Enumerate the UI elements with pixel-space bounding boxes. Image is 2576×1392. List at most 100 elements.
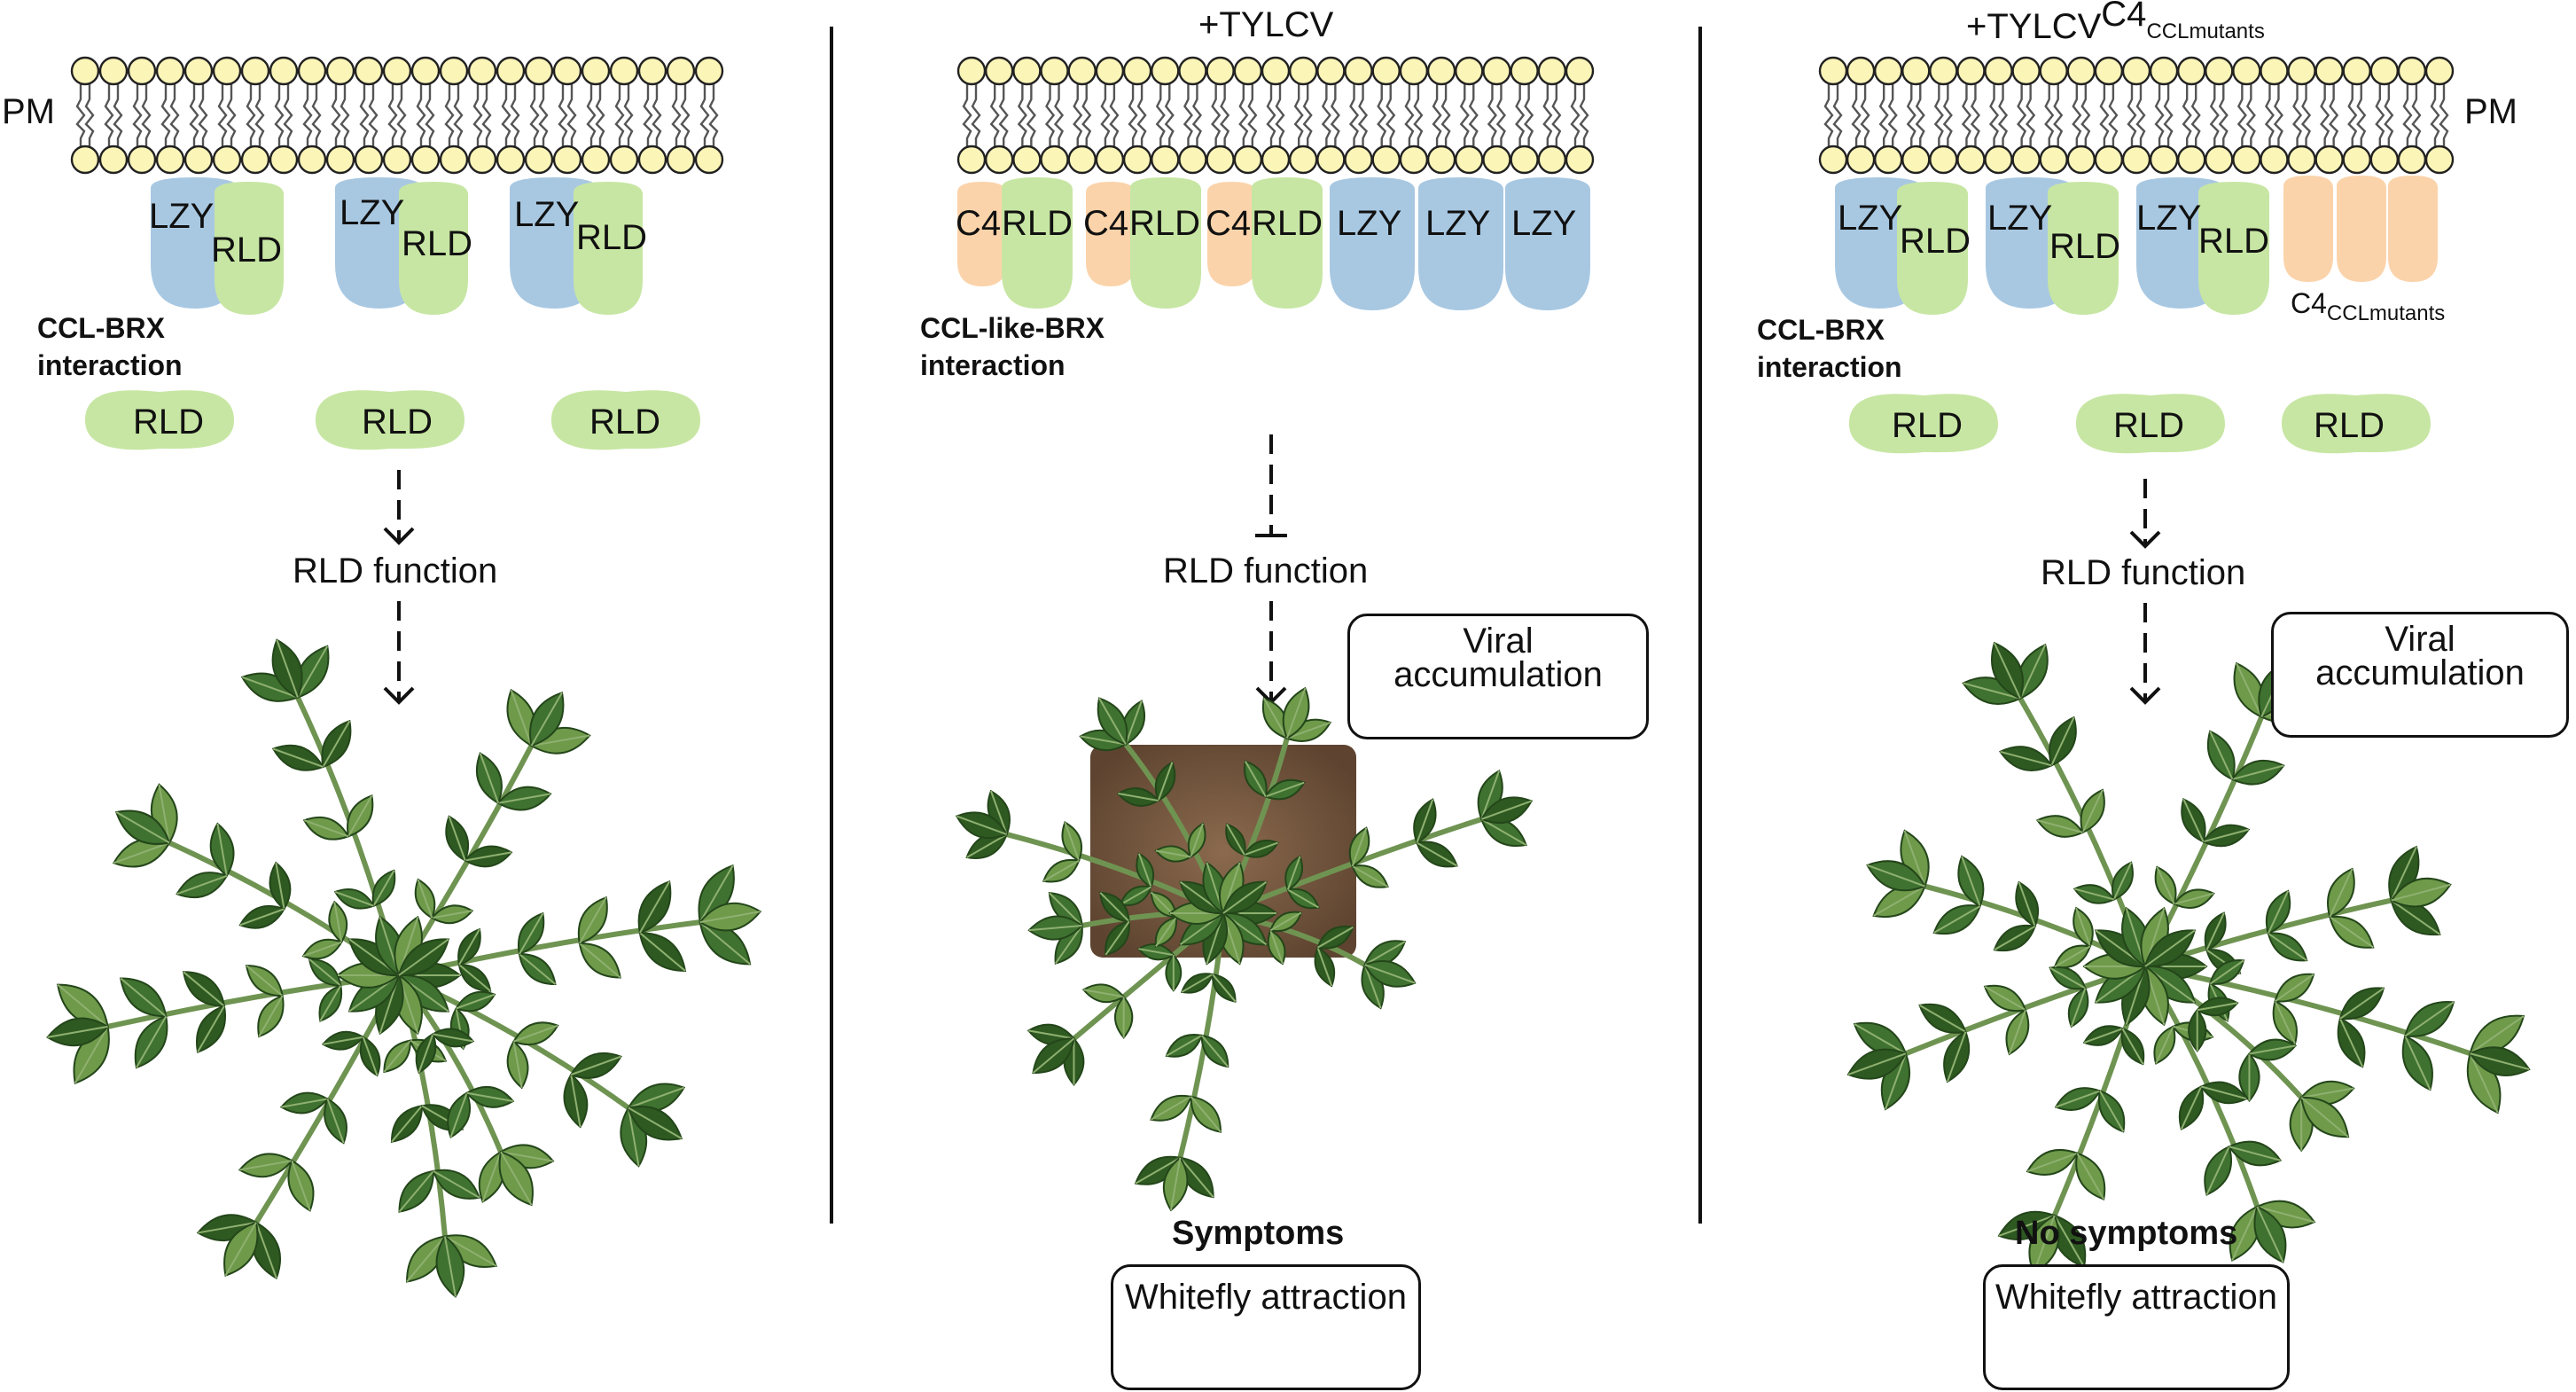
rld-protein (574, 182, 643, 315)
lipid-tail (1915, 82, 1925, 151)
lipid-tail (2135, 82, 2146, 151)
lipid-head (2039, 56, 2068, 86)
lipid-head (1151, 145, 1180, 175)
lipid-head (1206, 56, 1235, 86)
lipid-head (2205, 145, 2234, 175)
lipid-tail (1302, 82, 1313, 151)
lipid-head (524, 56, 554, 86)
lipid-tail (2099, 82, 2110, 151)
lipid-head (2039, 145, 2068, 175)
lipid-head (2260, 56, 2289, 86)
lipid-tail (1330, 82, 1340, 151)
lzy-label: LZY (149, 197, 215, 236)
rld-label: RLD (2198, 222, 2270, 261)
lipid-tail (169, 82, 180, 151)
lipid-head (467, 56, 497, 86)
lipid-tail (1459, 82, 1470, 151)
lipid-head (2176, 56, 2206, 86)
lipid-head (1399, 56, 1429, 86)
lipid-head (1040, 145, 1069, 175)
lipid-head (354, 145, 384, 175)
lipid-head (694, 56, 724, 86)
lipid-tail (113, 82, 123, 151)
lipid-tail (453, 82, 464, 151)
lipid-head (155, 56, 185, 86)
lipid-tail (1823, 82, 1834, 151)
lipid-head (1371, 145, 1401, 175)
lipid-head (1206, 145, 1235, 175)
lipid-tail (160, 82, 171, 151)
lipid-head (694, 145, 724, 175)
interaction-line2: interaction (920, 348, 1066, 381)
lipid-tail (481, 82, 492, 151)
lipid-head (1901, 56, 1931, 86)
lipid-head (1510, 145, 1539, 175)
c4-protein (1207, 182, 1257, 286)
lipid-tail (1017, 82, 1027, 151)
lipid-head (1426, 145, 1456, 175)
lipid-tail (1275, 82, 1285, 151)
viral-line2: accumulation (2315, 653, 2525, 692)
tylcv-mutant-title: +TYLCVC4CCLmutants (1966, 0, 2265, 44)
pm-label-left: PM (2, 92, 55, 131)
lipid-head (1122, 145, 1152, 175)
lipid-head (439, 56, 469, 86)
lipid-head (552, 145, 582, 175)
free-rld-protein (316, 390, 464, 450)
rld-function-label-middle: RLD function (1163, 551, 1369, 590)
lipid-head (2205, 56, 2234, 86)
arrowhead (383, 686, 415, 705)
lipid-tail (1579, 82, 1589, 151)
c4-protein (1086, 182, 1136, 286)
lipid-tail (595, 82, 605, 151)
interaction-label-right: CCL-BRX interaction (1757, 312, 1902, 386)
plasma-membrane (956, 56, 1595, 175)
lipid-tail (472, 82, 483, 151)
lipid-head (609, 145, 639, 175)
lipid-head (439, 145, 469, 175)
lipid-tail (1081, 82, 1092, 151)
lipid-head (2369, 145, 2400, 175)
viral-line1: Viral (2385, 620, 2455, 659)
arrowhead (2129, 686, 2161, 705)
lipid-tail (1191, 82, 1202, 151)
lipid-head (1482, 56, 1511, 86)
lipid-tail (387, 82, 398, 151)
interaction-line2: interaction (37, 348, 183, 381)
lipid-head (2066, 56, 2096, 86)
lipid-tail (2347, 82, 2358, 151)
c4-mutant-protein (2283, 176, 2333, 282)
lipid-head (2149, 145, 2179, 175)
lipid-head (2424, 56, 2455, 86)
lipid-tail (2080, 82, 2091, 151)
lipid-head (1233, 145, 1263, 175)
c4-label: C4 (1083, 204, 1129, 243)
lipid-head (2232, 145, 2261, 175)
lipid-head (212, 56, 242, 86)
lipid-head (1122, 56, 1152, 86)
lipid-tail (1321, 82, 1331, 151)
lipid-tail (2209, 82, 2220, 151)
plasma-membrane (70, 56, 724, 175)
lipid-tail (2300, 82, 2312, 151)
symptoms-label: Symptoms (1172, 1215, 1345, 1252)
lipid-tail (1832, 82, 1843, 151)
lipid-tail (1515, 82, 1526, 151)
free-lzy-label: LZY (1337, 204, 1402, 243)
lipid-tail (501, 82, 511, 151)
lipid-head (2094, 145, 2124, 175)
lipid-head (1233, 56, 1263, 86)
lipid-head (183, 56, 214, 86)
interaction-line1: CCL-BRX (1757, 314, 1885, 346)
arrowhead (2129, 530, 2161, 549)
lipid-head (2314, 145, 2344, 175)
interaction-line1: CCL-BRX (37, 312, 165, 344)
lipid-head (1565, 56, 1595, 86)
rld-label: RLD (1252, 204, 1323, 243)
lipid-tail (198, 82, 208, 151)
lipid-head (1261, 56, 1291, 86)
title-sub: CCLmutants (2146, 20, 2265, 43)
lipid-tail (1988, 82, 2000, 151)
lipid-tail (998, 82, 1009, 151)
rld-label: RLD (2049, 227, 2121, 266)
